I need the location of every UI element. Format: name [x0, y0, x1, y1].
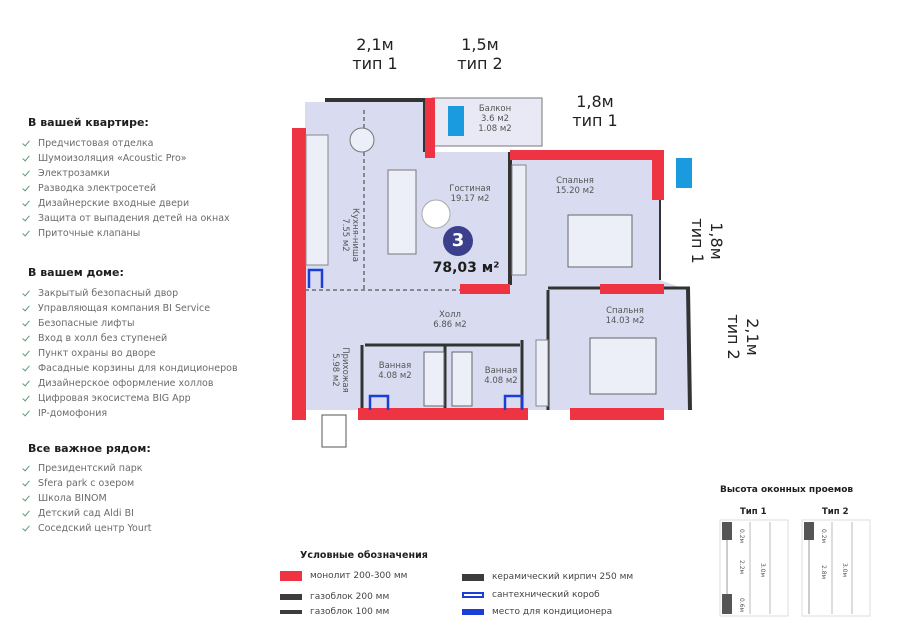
monolith-bottom-baths [358, 408, 528, 420]
rooms-badge [443, 226, 473, 256]
list-item: IP-домофония [22, 406, 238, 421]
list-item: Дизайнерские входные двери [22, 196, 230, 211]
sofa [387, 169, 417, 255]
sanitary-box-3 [503, 394, 524, 410]
window-type2-label: Тип 2 [822, 507, 849, 517]
window-type2-diagram [801, 519, 871, 617]
monolith-hall [460, 284, 510, 294]
legend-item-sanitary: сантехнический короб [462, 590, 600, 600]
window-type1-diagram [719, 519, 789, 617]
monolith-bedroom2 [600, 284, 664, 294]
list-item: Безопасные лифты [22, 316, 238, 331]
wall-right-lower [686, 287, 692, 411]
sanitary-box-2 [368, 394, 390, 410]
legend-swatch [280, 571, 302, 581]
monolith-left [292, 128, 306, 420]
balcony-ac-unit [448, 106, 464, 136]
section-title-nearby: Все важное рядом: [28, 442, 151, 455]
windows-title: Высота оконных проемов [720, 485, 854, 495]
wardrobe-hall [535, 339, 549, 407]
legend-swatch [462, 592, 484, 598]
window1-mid-dim: 2.2м [738, 560, 745, 575]
window1-total-dim: 3.0м [759, 563, 766, 578]
legend-item-gasblock100: газоблок 100 мм [280, 607, 389, 617]
list-item: Пункт охраны во дворе [22, 346, 238, 361]
monolith-bottom-bedroom2 [570, 408, 664, 420]
list-item: Школа BINOM [22, 491, 152, 506]
list-item: Защита от выпадения детей на окнах [22, 211, 230, 226]
list-item: Дизайнерское оформление холлов [22, 376, 238, 391]
legend-swatch [280, 610, 302, 614]
window2-top-dim: 0.2м [820, 529, 827, 544]
legend-item-brick: керамический кирпич 250 мм [462, 572, 633, 582]
window1-top-dim: 0.2м [738, 529, 745, 544]
sanitary-box-1 [307, 268, 324, 288]
list-item: Управляющая компания BI Service [22, 301, 238, 316]
list-item: Соседский центр Yourt [22, 521, 152, 536]
monolith-top-right [510, 150, 660, 160]
section-title-apartment: В вашей квартире: [28, 116, 149, 129]
monolith-top-left [425, 98, 435, 158]
window2-total-dim: 3.0м [841, 563, 848, 578]
window1-bottom-dim: 0.6м [738, 598, 745, 613]
apartment-features-list: Предчистовая отделка Шумоизоляция «Acous… [22, 136, 230, 241]
coffee-table [421, 199, 451, 229]
house-features-list: Закрытый безопасный двор Управляющая ком… [22, 286, 238, 421]
bed-bedroom2 [589, 337, 657, 395]
legend-item-ac: место для кондиционера [462, 607, 612, 617]
kitchen-counter [305, 134, 329, 266]
list-item: Разводка электросетей [22, 181, 230, 196]
rooms-count: 3 [451, 230, 465, 251]
wardrobe [511, 164, 527, 276]
section-title-house: В вашем доме: [28, 266, 124, 279]
list-item: Приточные клапаны [22, 226, 230, 241]
bathtub-2 [451, 351, 473, 407]
legend-swatch [462, 609, 484, 615]
monolith-right-corner [652, 150, 664, 200]
legend-item-gasblock200: газоблок 200 мм [280, 592, 389, 602]
list-item: Предчистовая отделка [22, 136, 230, 151]
list-item: Вход в холл без ступеней [22, 331, 238, 346]
entrance-frame [321, 414, 347, 448]
list-item: Шумоизоляция «Acoustic Pro» [22, 151, 230, 166]
list-item: Президентский парк [22, 461, 152, 476]
list-item: Sfera park с озером [22, 476, 152, 491]
bed-bedroom1 [567, 214, 633, 268]
ac-unit-right [676, 158, 692, 188]
legend-swatch [280, 594, 302, 600]
window2-mid-dim: 2.8м [820, 565, 827, 580]
legend-item-monolith: монолит 200-300 мм [280, 571, 407, 581]
total-area: 78,03 м² [432, 260, 500, 276]
bathtub-1 [423, 351, 445, 407]
list-item: Детский сад Aldi BI [22, 506, 152, 521]
list-item: Цифровая экосистема BIG App [22, 391, 238, 406]
list-item: Электрозамки [22, 166, 230, 181]
window-type1-label: Тип 1 [740, 507, 767, 517]
list-item: Закрытый безопасный двор [22, 286, 238, 301]
legend-title: Условные обозначения [300, 550, 428, 561]
list-item: Фасадные корзины для кондиционеров [22, 361, 238, 376]
nearby-list: Президентский парк Sfera park с озером Ш… [22, 461, 152, 536]
dining-table [349, 127, 375, 153]
legend-swatch [462, 573, 484, 581]
